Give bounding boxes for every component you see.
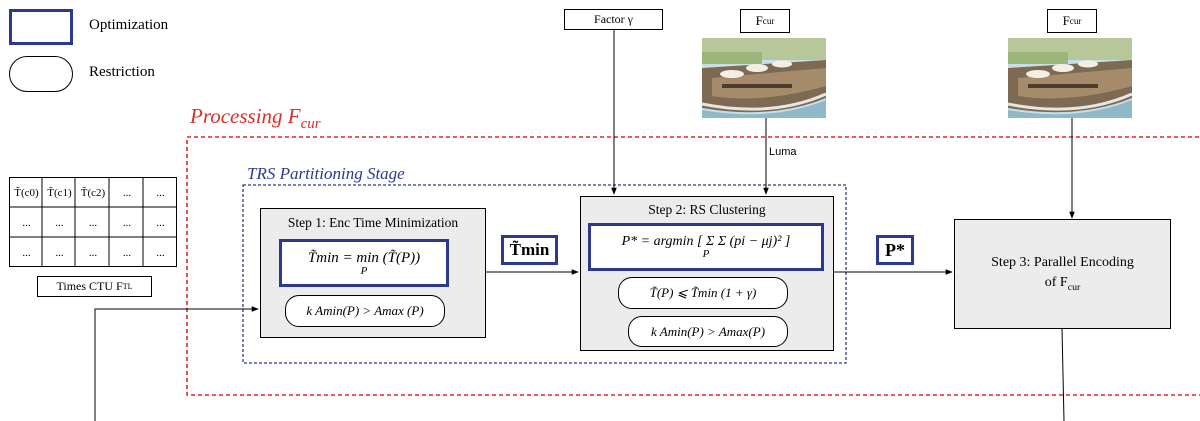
ctu-cell: ...: [156, 187, 165, 199]
step2-restriction-time: T̃(P) ⩽ T̃min (1 + γ): [618, 277, 788, 309]
legend-restriction-label: Restriction: [89, 64, 155, 80]
step1-restriction: k Amin(P) > Amax (P): [285, 295, 445, 327]
fcur-frame-image-center: [702, 38, 826, 118]
tmin-output-box: T̃min: [501, 235, 558, 265]
step2-title: Step 2: RS Clustering: [648, 202, 766, 217]
ctu-cell: ...: [156, 247, 165, 259]
ctu-cell: T̃(c2): [80, 187, 106, 199]
ctu-times-to-step1-arrow: [94, 306, 259, 421]
ctu-cell: ...: [88, 217, 98, 229]
step2-box: Step 2: RS Clustering P* = argmin [ Σ Σ …: [580, 196, 834, 351]
trs-stage-frame: [242, 184, 847, 364]
ctu-cell: T̃(c0): [14, 187, 39, 199]
step3-title-line1: Step 3: Parallel Encoding: [991, 255, 1134, 271]
legend-optimization-label: Optimization: [89, 17, 169, 33]
ctu-cell: ...: [88, 247, 98, 259]
step1-title: Step 1: Enc Time Minimization: [287, 215, 459, 230]
pstar-output-box: P*: [876, 235, 914, 265]
ctu-cell: ...: [22, 247, 31, 259]
ctu-cell: ...: [55, 217, 64, 229]
step2-restriction-area: k Amin(P) > Amax(P): [628, 316, 788, 347]
legend-optimization-swatch: [9, 9, 73, 45]
ctu-cell: ...: [122, 247, 132, 259]
ctu-cell: ...: [122, 217, 132, 229]
ctu-cell: ...: [122, 187, 132, 199]
step1-objective: T̃min = min (T̃(P)) P: [279, 239, 449, 287]
ctu-cell: ...: [55, 247, 64, 259]
ctu-cell: ...: [156, 217, 165, 229]
ctu-cell: ...: [22, 217, 31, 229]
factor-gamma-label: Factor γ: [564, 9, 663, 30]
step3-output-line: [1061, 327, 1065, 421]
step3-box: Step 3: Parallel Encoding of Fcur: [954, 219, 1171, 329]
step3-title-line2: of Fcur: [1044, 275, 1081, 293]
processing-title: Processing Fcur: [190, 104, 321, 133]
step1-box: Step 1: Enc Time Minimization T̃min = mi…: [260, 208, 486, 338]
legend-restriction-swatch: [9, 56, 73, 92]
processing-frame: [186, 136, 1200, 396]
trs-stage-title: TRS Partitioning Stage: [247, 164, 405, 183]
fcur-frame-image-right: [1008, 38, 1132, 118]
ctu-times-table: T̃(c0) T̃(c1) T̃(c2) ... ... ... ... ...…: [9, 177, 177, 267]
ctu-table-grid: [9, 177, 177, 267]
luma-label: Luma: [769, 146, 797, 158]
ctu-cell: T̃(c1): [47, 187, 72, 199]
step2-objective: P* = argmin [ Σ Σ (pi − μj)² ] P: [588, 223, 824, 271]
